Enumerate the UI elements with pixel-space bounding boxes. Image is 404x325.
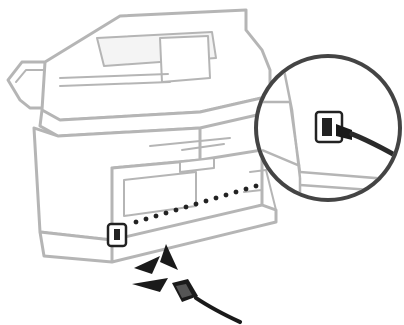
- power-socket: [108, 224, 126, 246]
- zoom-detail-circle: [256, 56, 400, 200]
- printer: [8, 10, 276, 262]
- power-cord-plug: [172, 279, 240, 322]
